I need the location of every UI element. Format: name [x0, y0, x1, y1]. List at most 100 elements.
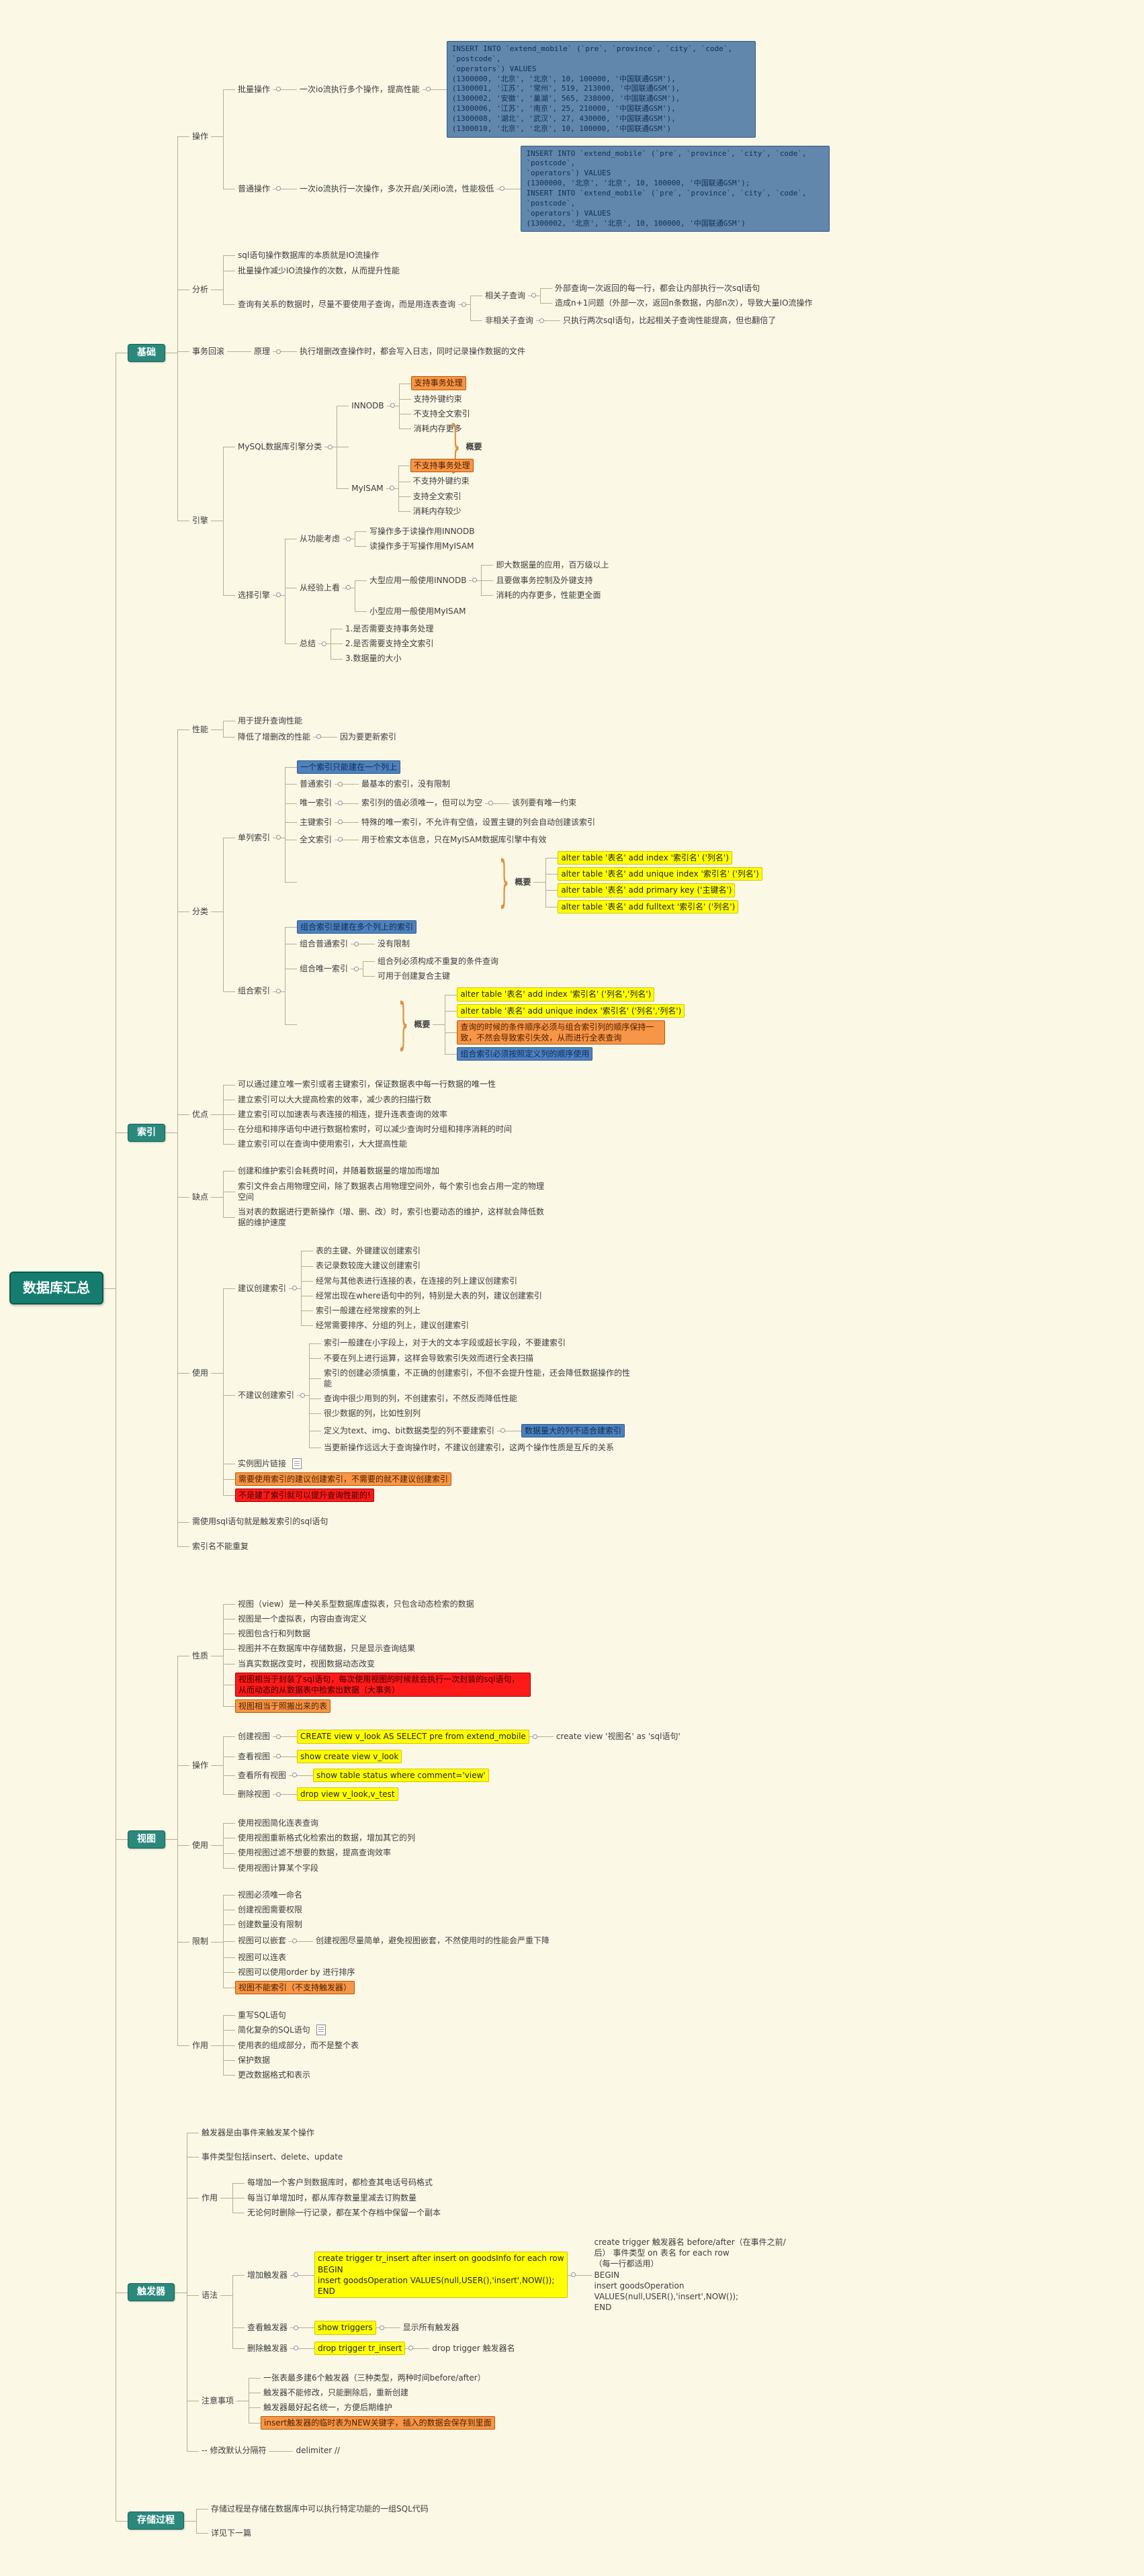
topic-text[interactable]: 创建数量没有限制: [238, 1920, 303, 1930]
topic-text[interactable]: 视图可以连表: [238, 1952, 287, 1962]
topic-text[interactable]: 最基本的索引，没有限制: [361, 779, 451, 789]
sql-batch-insert[interactable]: INSERT INTO `extend_mobile` (`pre`, `pro…: [446, 41, 756, 138]
topic-text[interactable]: 全文索引: [300, 834, 333, 844]
topic-text[interactable]: 可以通过建立唯一索引或者主键索引，保证数据表中每一行数据的唯一性: [238, 1079, 496, 1090]
topic-text[interactable]: 重写SQL语句: [238, 2010, 286, 2020]
topic-text[interactable]: 作用: [192, 2040, 209, 2050]
topic-navy[interactable]: 一个索引只能建在一个列上: [297, 760, 401, 774]
topic-text[interactable]: 实例图片链接: [238, 1458, 287, 1468]
topic-text[interactable]: 主键索引: [300, 817, 333, 827]
topic-text[interactable]: 用于提升查询性能: [238, 715, 303, 725]
topic-text[interactable]: 支持外键约束: [413, 394, 462, 404]
summary-combo-index[interactable]: 概要: [414, 1019, 431, 1029]
topic-text[interactable]: 小型应用一般使用MyISAM: [369, 606, 466, 616]
topic-text[interactable]: 分类: [192, 906, 209, 916]
summary-single-index[interactable]: 概要: [515, 877, 531, 887]
topic-text[interactable]: 创建视图: [238, 1732, 271, 1742]
topic-text[interactable]: 视图包含行和列数据: [238, 1629, 311, 1639]
topic-red[interactable]: 不是建了索引就可以提升查询性能的!: [235, 1489, 374, 1503]
topic-text[interactable]: 查看视图: [238, 1751, 271, 1761]
topic-text[interactable]: 性质: [192, 1650, 209, 1660]
topic-text[interactable]: 索引列的值必须唯一，但可以为空: [361, 798, 483, 808]
sql-normal-insert[interactable]: INSERT INTO `extend_mobile` (`pre`, `pro…: [521, 145, 830, 232]
topic-analysis[interactable]: 分析: [192, 284, 209, 294]
topic-text[interactable]: 操作: [192, 1760, 209, 1770]
topic-text[interactable]: 当更新操作远远大于查询操作时，不建议创建索引，这两个操作性质是互斥的关系: [324, 1442, 615, 1452]
topic-text[interactable]: -- 修改默认分隔符: [202, 2446, 267, 2456]
topic-navy[interactable]: 数据量大的列不适合建索引: [521, 1423, 625, 1437]
topic-text[interactable]: create trigger 触发器名 before/after（在事件之前/后…: [594, 2237, 786, 2313]
topic-orange[interactable]: 视图不能索引（不支持触发器）: [235, 1980, 355, 1995]
topic-text[interactable]: 视图并不在数据库中存储数据，只是显示查询结果: [238, 1644, 416, 1654]
topic-text[interactable]: 执行增删改查操作时，都会写入日志，同时记录操作数据的文件: [300, 347, 526, 357]
summary-engine[interactable]: 概要: [466, 442, 482, 452]
topic-text[interactable]: 视图是一个虚拟表，内容由查询定义: [238, 1614, 367, 1624]
topic-text[interactable]: 从功能考虑: [300, 534, 341, 544]
topic-text[interactable]: 使用视图重新格式化检索出的数据，增加其它的列: [238, 1833, 416, 1843]
topic-text[interactable]: 且要做事务控制及外键支持: [496, 575, 593, 585]
topic-text[interactable]: 从经验上看: [300, 582, 341, 592]
topic-text[interactable]: 表记录数较庞大建议创建索引: [316, 1261, 421, 1271]
topic-navy[interactable]: 组合索引是建在多个列上的索引: [297, 920, 417, 934]
topic-text[interactable]: MySQL数据库引擎分类: [238, 442, 322, 452]
topic-text[interactable]: 原理: [254, 347, 271, 357]
topic-text[interactable]: MyISAM: [351, 483, 384, 493]
topic-text[interactable]: 保护数据: [238, 2055, 271, 2065]
topic-text[interactable]: 查看所有视图: [238, 1770, 287, 1780]
topic-operations[interactable]: 操作: [192, 132, 209, 142]
topic-text[interactable]: 用于检索文本信息，只在MyISAM数据库引擎中有效: [361, 834, 547, 844]
topic-text[interactable]: 2.是否需要支持全文索引: [345, 639, 434, 649]
topic-text[interactable]: 触发器不能修改，只能删除后，重新创建: [263, 2387, 409, 2397]
topic-text[interactable]: 详见下一篇: [211, 2528, 252, 2538]
topic-text[interactable]: 视图可以嵌套: [238, 1936, 287, 1946]
topic-text[interactable]: 注意事项: [202, 2396, 234, 2405]
topic-text[interactable]: 建立索引可以大大提高检索的效率，减少表的扫描行数: [238, 1094, 432, 1104]
topic-text[interactable]: 经常出现在where语句中的列，特别是大表的列，建议创建索引: [316, 1290, 542, 1300]
topic-text[interactable]: 更改数据格式和表示: [238, 2070, 311, 2080]
topic-text[interactable]: 普通操作: [238, 183, 271, 193]
topic-text[interactable]: 删除视图: [238, 1789, 271, 1799]
branch-view[interactable]: 视图: [128, 1830, 165, 1849]
topic-yellow[interactable]: alter table '表名' add fulltext '索引名' ('列名…: [558, 899, 739, 914]
topic-text[interactable]: 创建视图尽量简单，避免视图嵌套，不然使用时的性能会严重下降: [316, 1936, 550, 1946]
topic-text[interactable]: 缺点: [192, 1192, 209, 1202]
topic-text[interactable]: 表的主键、外键建议创建索引: [316, 1246, 421, 1256]
topic-text[interactable]: 视图可以使用order by 进行排序: [238, 1967, 355, 1977]
topic-text[interactable]: 降低了增删改的性能: [238, 731, 311, 742]
topic-text[interactable]: 事件类型包括insert、delete、update: [202, 2152, 343, 2162]
topic-text[interactable]: 触发器最好起名统一，方便后期维护: [263, 2403, 393, 2413]
topic-text[interactable]: 索引名不能重复: [192, 1541, 249, 1551]
topic-text[interactable]: 索引一般建在经常搜索的列上: [316, 1306, 421, 1316]
topic-text[interactable]: 消耗的内存更多，性能更全面: [496, 590, 601, 600]
topic-text[interactable]: 普通索引: [300, 779, 333, 789]
topic-text[interactable]: 使用: [192, 1368, 209, 1378]
topic-text[interactable]: 造成n+1问题（外部一次，返回n条数据，内部n次），导致大量IO流操作: [555, 298, 813, 308]
topic-text[interactable]: delimiter //: [296, 2446, 341, 2456]
topic-text[interactable]: 一次io流执行一次操作，多次开启/关闭io流，性能极低: [300, 183, 494, 193]
topic-text[interactable]: 批量操作: [238, 84, 271, 94]
branch-index[interactable]: 索引: [128, 1123, 165, 1142]
topic-text[interactable]: 不要在列上进行运算，这样会导致索引失效而进行全表扫描: [324, 1353, 534, 1363]
topic-orange[interactable]: 支持事务处理: [410, 376, 466, 390]
topic-text[interactable]: 查看触发器: [247, 2323, 288, 2333]
topic-text[interactable]: 创建视图需要权限: [238, 1905, 303, 1915]
topic-text[interactable]: 相关子查询: [485, 290, 526, 300]
topic-text[interactable]: 每当订单增加时，都从库存数量里减去订购数量: [247, 2192, 417, 2203]
topic-text[interactable]: 经常需要排序、分组的列上，建议创建索引: [316, 1321, 470, 1331]
topic-text[interactable]: 总结: [300, 639, 316, 649]
sql-create-trigger[interactable]: create trigger tr_insert after insert on…: [314, 2252, 568, 2299]
topic-yellow[interactable]: drop trigger tr_insert: [314, 2341, 406, 2355]
topic-text[interactable]: INNODB: [351, 400, 384, 410]
topic-yellow[interactable]: show table status where comment='view': [313, 1768, 489, 1782]
topic-text[interactable]: 一张表最多建6个触发器（三种类型，两种时间before/after）: [263, 2372, 486, 2383]
topic-text[interactable]: 只执行两次sql语句，比起相关子查询性能提高，但也翻倍了: [563, 316, 777, 326]
topic-text[interactable]: 创建和维护索引会耗费时间，并随着数据量的增加而增加: [238, 1166, 440, 1176]
topic-orange[interactable]: 需要使用索引的建议创建索引，不需要的就不建议创建索引: [235, 1472, 452, 1486]
topic-text[interactable]: 组合唯一索引: [300, 964, 349, 974]
topic-yellow[interactable]: drop view v_look,v_test: [297, 1787, 398, 1802]
topic-text[interactable]: 触发器是由事件来触发某个操作: [202, 2128, 315, 2138]
topic-text[interactable]: 索引文件会占用物理空间，除了数据表占用物理空间外，每个索引也会占用一定的物理空间: [238, 1181, 545, 1202]
topic-text[interactable]: 不支持外键约束: [412, 476, 470, 486]
topic-text[interactable]: 建立索引可以在查询中使用索引，大大提高性能: [238, 1139, 408, 1149]
topic-text[interactable]: 索引的创建必须慎重，不正确的创建索引，不但不会提升性能，还会降低数据操作的性能: [324, 1368, 631, 1388]
